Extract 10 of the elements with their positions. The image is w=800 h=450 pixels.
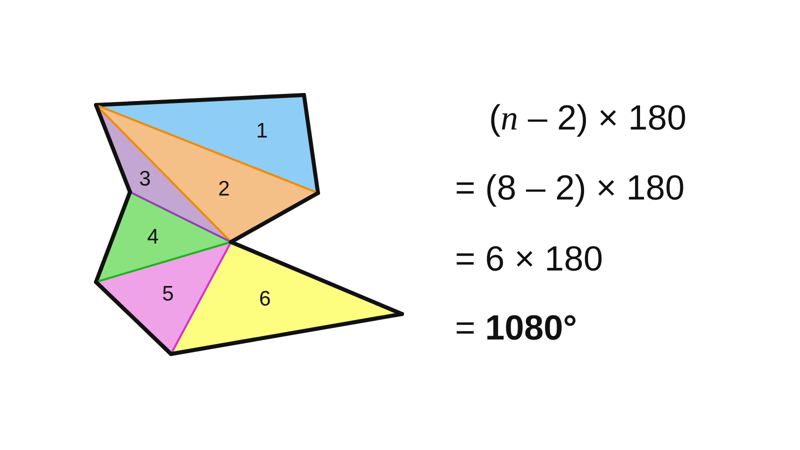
formula-line: (n – 2) × 180 xyxy=(489,100,686,136)
formula-line: = 1080° xyxy=(455,310,578,346)
region-number: 4 xyxy=(147,226,159,248)
formula-line: = (8 – 2) × 180 xyxy=(455,170,685,206)
formula-line: = 6 × 180 xyxy=(455,242,603,276)
region-number: 5 xyxy=(162,284,174,304)
region-number: 1 xyxy=(256,120,268,142)
region-number: 3 xyxy=(139,168,151,190)
region-number: 6 xyxy=(259,288,271,310)
region-number: 2 xyxy=(218,178,230,200)
